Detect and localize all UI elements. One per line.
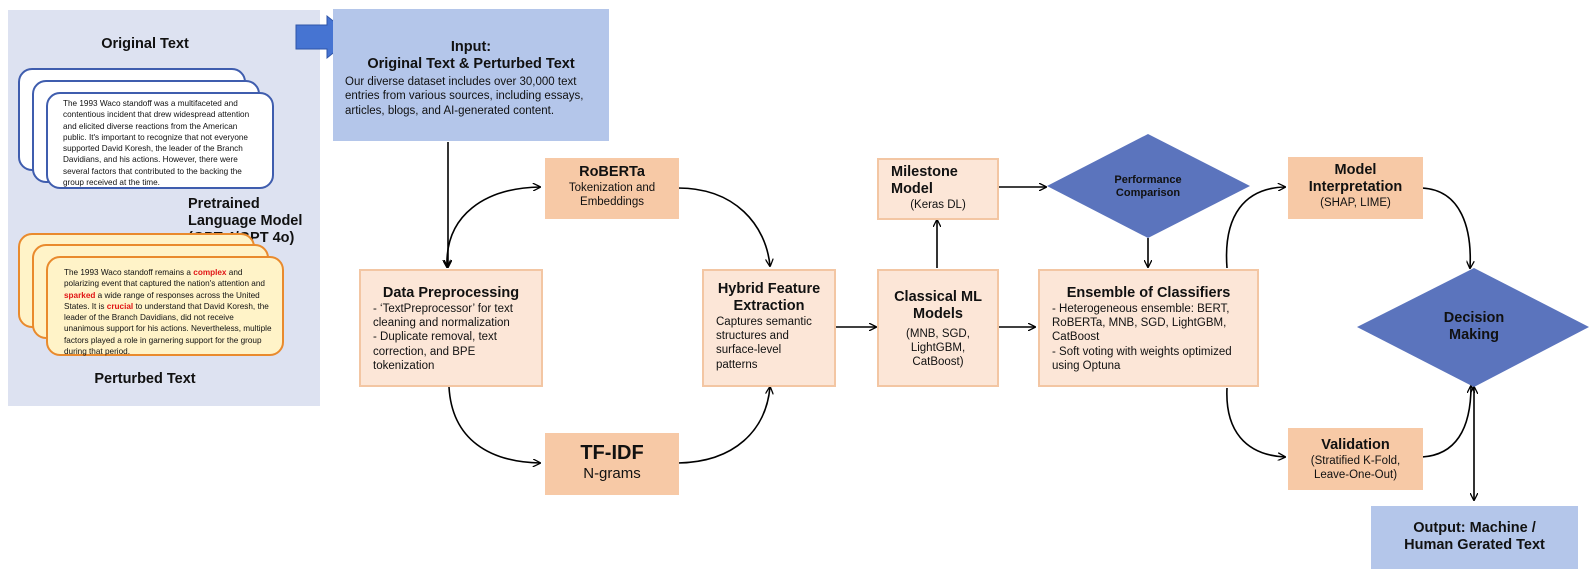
ensemble-title: Ensemble of Classifiers: [1066, 285, 1231, 301]
input-description: Our diverse dataset includes over 30,000…: [345, 76, 584, 117]
perturbed-text-part-3: a wide range of responses across the Uni…: [64, 290, 260, 311]
validation-box: Validation (Stratified K-Fold, Leave-One…: [1288, 428, 1423, 490]
ensemble-body: - Heterogeneous ensemble: BERT, RoBERTa,…: [1052, 303, 1232, 372]
roberta-title: RoBERTa: [579, 164, 645, 180]
preprocessing-body: - ‘TextPreprocessor’ for text cleaning a…: [373, 303, 513, 372]
perturbed-text-label: Perturbed Text: [94, 371, 196, 387]
tfidf-title: TF-IDF: [580, 442, 644, 464]
perturbed-text-part-1: The 1993 Waco standoff remains a: [64, 268, 194, 277]
milestone-title: Milestone Model: [891, 164, 958, 197]
hybrid-title: Hybrid Feature Extraction: [717, 281, 821, 314]
arrow-ensemble-to-validation: [1226, 387, 1285, 457]
validation-subtitle: (Stratified K-Fold, Leave-One-Out): [1310, 455, 1401, 481]
output-box: Output: Machine / Human Gerated Text: [1371, 506, 1578, 569]
original-text-content: The 1993 Waco standoff was a multifacete…: [63, 99, 250, 188]
performance-comparison-label: Performance Comparison: [1114, 174, 1182, 199]
arrow-validation-to-decision: [1421, 386, 1471, 458]
decision-diamond: [1357, 268, 1589, 387]
classical-title: Classical ML Models: [894, 289, 982, 322]
hybrid-feature-extraction-box: Hybrid Feature Extraction Captures seman…: [702, 269, 836, 387]
roberta-box: RoBERTa Tokenization and Embeddings: [545, 158, 679, 219]
original-text-label: Original Text: [101, 36, 189, 52]
perturbed-text-card: The 1993 Waco standoff remains a complex…: [46, 256, 284, 356]
roberta-subtitle: Tokenization and Embeddings: [568, 182, 656, 208]
arrow-preprocessing-to-roberta: [447, 187, 540, 267]
model-interpretation-box: Model Interpretation (SHAP, LIME): [1288, 157, 1423, 219]
highlighted-word-crucial: crucial: [106, 301, 134, 311]
arrow-preprocessing-to-tfidf: [448, 386, 540, 463]
perturbed-text-part-2: and polarizing event that captured the n…: [64, 268, 265, 289]
arrow-ensemble-to-interpretation: [1225, 187, 1285, 269]
interpretation-title: Model Interpretation: [1308, 162, 1403, 195]
interpretation-subtitle: (SHAP, LIME): [1320, 197, 1391, 209]
original-text-card: The 1993 Waco standoff was a multifacete…: [46, 92, 274, 189]
milestone-subtitle: (Keras DL): [910, 199, 966, 211]
input-box: Input: Original Text & Perturbed Text Ou…: [333, 9, 609, 141]
tfidf-subtitle: N-grams: [583, 465, 641, 482]
input-title: Input: Original Text & Perturbed Text: [367, 39, 575, 72]
arrow-roberta-to-hybrid: [677, 187, 770, 266]
milestone-model-box: Milestone Model (Keras DL): [877, 158, 999, 220]
data-preprocessing-box: Data Preprocessing - ‘TextPreprocessor’ …: [359, 269, 543, 387]
hybrid-body: Captures semantic structures and surface…: [716, 316, 812, 371]
performance-diamond: [1047, 134, 1250, 238]
arrow-interpretation-to-decision: [1421, 187, 1470, 268]
ensemble-classifiers-box: Ensemble of Classifiers - Heterogeneous …: [1038, 269, 1259, 387]
validation-title: Validation: [1321, 437, 1390, 453]
output-title: Output: Machine / Human Gerated Text: [1404, 520, 1545, 553]
highlighted-word-sparked: sparked: [64, 290, 96, 300]
tfidf-box: TF-IDF N-grams: [545, 433, 679, 495]
preprocessing-title: Data Preprocessing: [382, 285, 520, 301]
highlighted-word-complex: complex: [193, 268, 227, 277]
classical-ml-models-box: Classical ML Models (MNB, SGD, LightGBM,…: [877, 269, 999, 387]
perturbed-text-part-4: to understand that David Koresh, the lea…: [64, 301, 272, 357]
decision-making-label: Decision Making: [1443, 310, 1505, 343]
classical-subtitle: (MNB, SGD, LightGBM, CatBoost): [906, 328, 970, 368]
arrow-tfidf-to-hybrid: [677, 387, 770, 464]
